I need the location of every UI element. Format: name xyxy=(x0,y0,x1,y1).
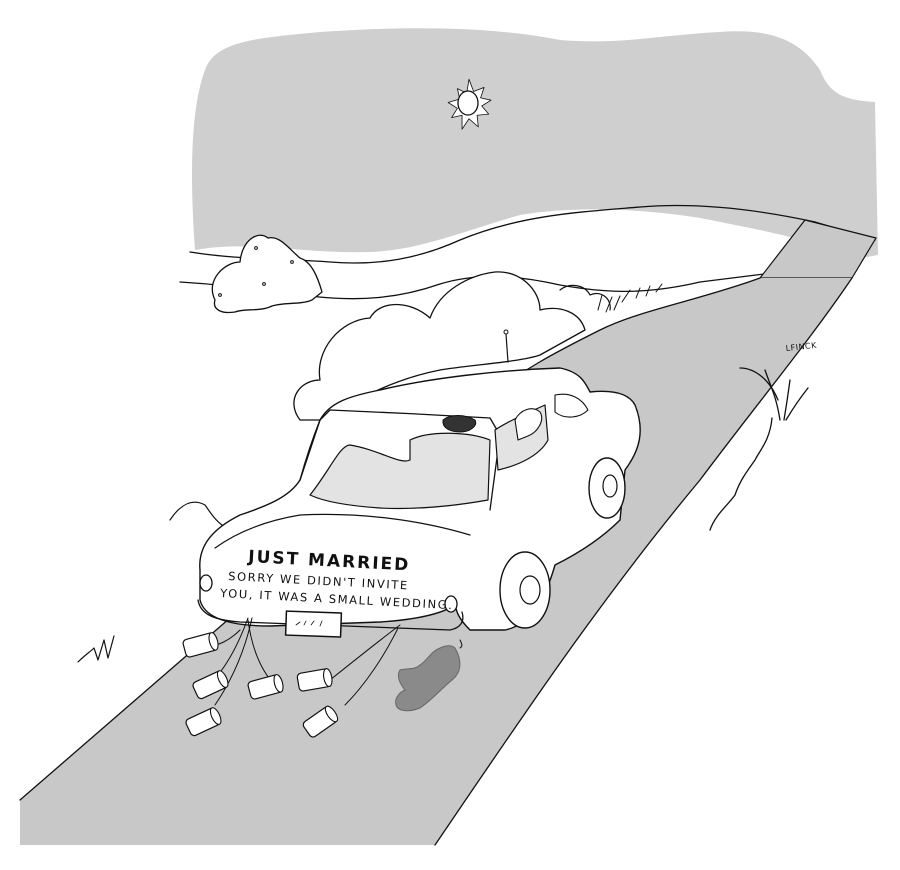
car-illustration xyxy=(197,329,641,638)
rear-window xyxy=(309,432,491,510)
tin-cans xyxy=(182,632,339,738)
tin-can xyxy=(182,632,219,658)
tin-can xyxy=(302,705,339,738)
artist-signature: LFINCK xyxy=(785,341,817,353)
sun-icon xyxy=(447,78,492,130)
tin-can xyxy=(247,674,284,700)
tail-light-left xyxy=(199,574,213,592)
wheel-rear xyxy=(499,551,551,629)
bush-left xyxy=(211,234,323,314)
tin-can xyxy=(296,668,333,692)
license-plate xyxy=(284,610,343,638)
bush-center xyxy=(293,271,586,421)
driver-hair xyxy=(442,415,477,433)
tin-can xyxy=(192,670,229,700)
sky xyxy=(192,28,878,260)
tail-light-right xyxy=(444,595,458,613)
oil-puddle xyxy=(395,645,461,712)
tin-can xyxy=(185,707,222,737)
grass-tuft-right xyxy=(709,367,809,531)
wheel-front xyxy=(588,457,626,519)
grass-tuft-left xyxy=(77,635,115,663)
